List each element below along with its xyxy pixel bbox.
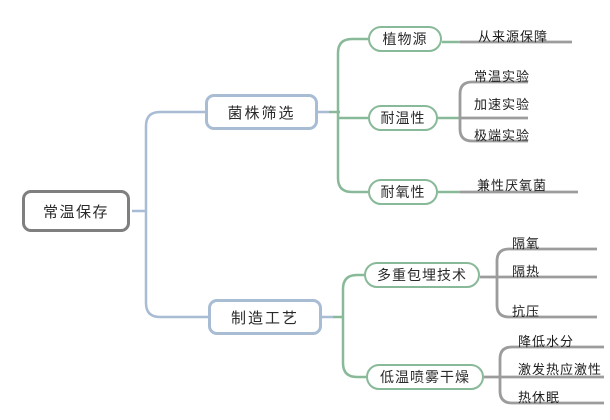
mindmap-leaf-source-guarantee[interactable]: 从来源保障 bbox=[478, 29, 549, 44]
mindmap-leaf-facultative-anaerobe[interactable]: 兼性厌氧菌 bbox=[477, 178, 548, 193]
mindmap-node-oxygen-tolerance[interactable]: 耐氧性 bbox=[368, 179, 438, 205]
mindmap-leaf-heat-barrier[interactable]: 隔热 bbox=[512, 264, 541, 279]
mindmap-node-spray-drying[interactable]: 低温喷雾干燥 bbox=[366, 364, 484, 390]
connector-multi-embedding-bracket bbox=[495, 247, 597, 319]
mindmap-node-temperature-tolerance[interactable]: 耐温性 bbox=[368, 105, 438, 131]
mindmap-leaf-pressure-resistance[interactable]: 抗压 bbox=[512, 304, 541, 319]
mindmap-node-strain-screening[interactable]: 菌株筛选 bbox=[205, 94, 318, 130]
mindmap-leaf-heat-dormancy[interactable]: 热休眠 bbox=[518, 390, 561, 405]
mindmap-leaf-reduce-moisture[interactable]: 降低水分 bbox=[518, 334, 575, 349]
mindmap-node-plant-source[interactable]: 植物源 bbox=[368, 26, 442, 52]
mindmap-node-manufacturing-process[interactable]: 制造工艺 bbox=[208, 299, 322, 335]
mindmap-leaf-room-temp-test[interactable]: 常温实验 bbox=[474, 69, 531, 84]
mindmap-node-multi-embedding[interactable]: 多重包埋技术 bbox=[364, 262, 480, 288]
mindmap-leaf-extreme-test[interactable]: 极端实验 bbox=[474, 128, 531, 143]
connector-branch2-bracket bbox=[341, 273, 366, 379]
mindmap-leaf-oxygen-barrier[interactable]: 隔氧 bbox=[512, 236, 541, 251]
connector-temp-tolerance-bracket bbox=[458, 80, 528, 143]
connector-root-bracket bbox=[144, 110, 208, 319]
mindmap-leaf-accelerated-test[interactable]: 加速实验 bbox=[474, 97, 531, 112]
mindmap-node-root[interactable]: 常温保存 bbox=[22, 190, 130, 232]
connector-branch1-bracket bbox=[336, 37, 368, 194]
mindmap-leaf-heat-stress-response[interactable]: 激发热应激性 bbox=[518, 362, 603, 377]
connector-spray-drying-bracket bbox=[498, 345, 604, 405]
